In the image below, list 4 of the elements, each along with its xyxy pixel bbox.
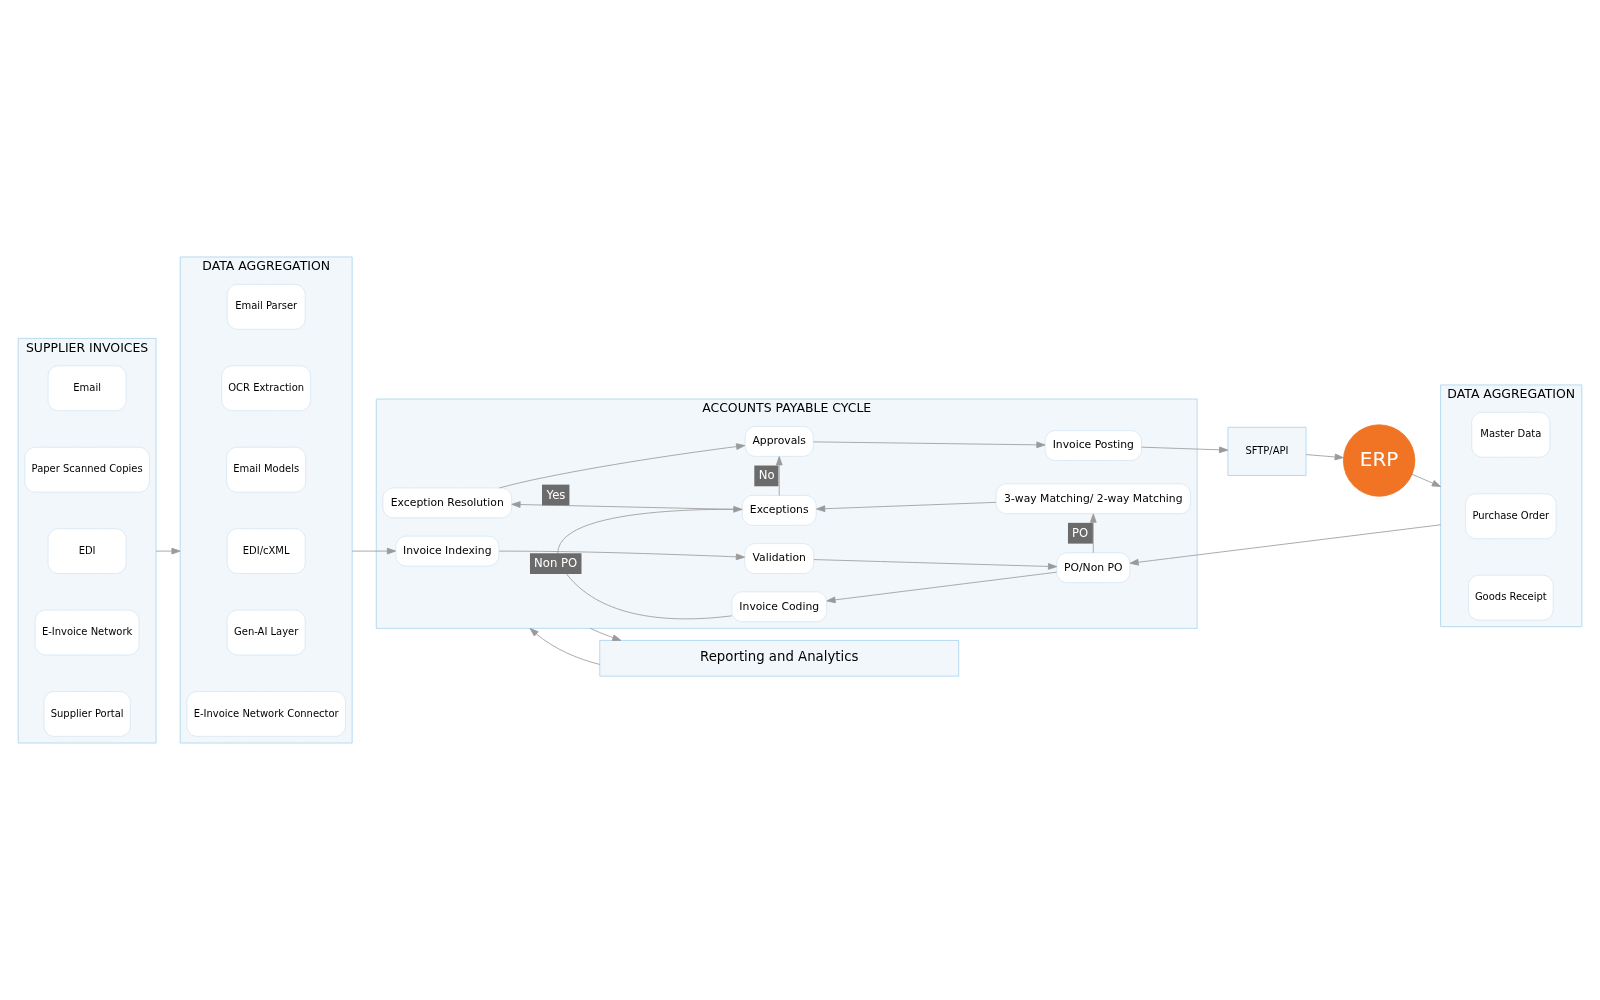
- edge-label: Yes: [546, 487, 566, 502]
- edge-label: No: [758, 468, 775, 483]
- edge-label: PO: [1072, 525, 1089, 540]
- edge-label: Non PO: [534, 556, 578, 571]
